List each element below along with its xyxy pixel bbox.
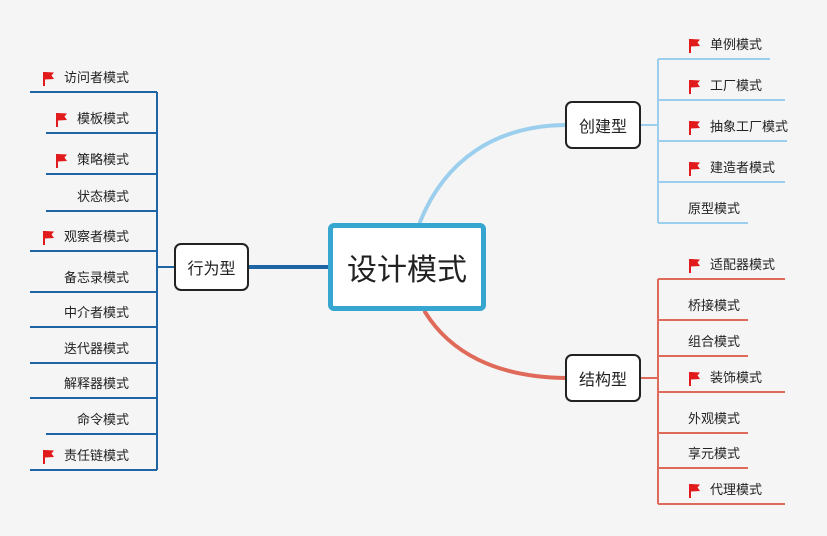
- flag-icon: [689, 259, 700, 273]
- leaf-label: 装饰模式: [710, 371, 763, 386]
- leaf-label: 原型模式: [688, 202, 741, 217]
- leaf-label: 状态模式: [76, 190, 129, 205]
- leaf-structural-2[interactable]: 组合模式: [688, 332, 740, 354]
- flag-icon: [689, 121, 700, 135]
- category-behavioral-label: 行为型: [187, 259, 236, 278]
- leaf-structural-0[interactable]: 适配器模式: [688, 255, 775, 277]
- leaf-structural-4[interactable]: 外观模式: [688, 409, 740, 431]
- leaf-behavioral-1[interactable]: 模板模式: [55, 109, 129, 131]
- leaf-label: 观察者模式: [63, 230, 129, 245]
- leaf-label: 外观模式: [688, 412, 741, 427]
- leaf-label: 策略模式: [76, 153, 129, 168]
- category-behavioral-node[interactable]: 行为型: [174, 243, 249, 291]
- leaf-label: 解释器模式: [63, 377, 129, 392]
- flag-icon: [55, 154, 67, 168]
- leaf-label: 责任链模式: [63, 449, 129, 464]
- flag-icon: [42, 450, 54, 464]
- leaf-structural-1[interactable]: 桥接模式: [688, 296, 740, 318]
- leaf-behavioral-0[interactable]: 访问者模式: [42, 68, 129, 90]
- category-structural-node[interactable]: 结构型: [565, 354, 641, 402]
- root-label: 设计模式: [347, 253, 467, 288]
- flag-icon: [42, 72, 54, 86]
- leaf-behavioral-9[interactable]: 命令模式: [77, 410, 129, 432]
- flag-icon: [689, 372, 700, 386]
- leaf-label: 单例模式: [710, 38, 763, 53]
- leaf-behavioral-5[interactable]: 备忘录模式: [64, 268, 129, 290]
- leaf-label: 适配器模式: [710, 258, 776, 273]
- flag-icon: [689, 162, 700, 176]
- leaf-label: 抽象工厂模式: [710, 120, 789, 135]
- leaf-label: 建造者模式: [710, 161, 776, 176]
- leaf-behavioral-10[interactable]: 责任链模式: [42, 446, 129, 468]
- leaf-behavioral-3[interactable]: 状态模式: [77, 187, 129, 209]
- flag-icon: [689, 484, 700, 498]
- leaf-label: 命令模式: [76, 413, 129, 428]
- leaf-label: 桥接模式: [688, 299, 741, 314]
- leaf-label: 享元模式: [688, 447, 741, 462]
- leaf-structural-5[interactable]: 享元模式: [688, 444, 740, 466]
- leaf-creational-3[interactable]: 建造者模式: [688, 158, 775, 180]
- leaf-creational-0[interactable]: 单例模式: [688, 35, 762, 57]
- leaf-behavioral-6[interactable]: 中介者模式: [64, 303, 129, 325]
- leaf-label: 迭代器模式: [63, 342, 129, 357]
- connector-root-creational: [418, 123, 567, 224]
- leaf-behavioral-2[interactable]: 策略模式: [55, 150, 129, 172]
- flag-icon: [689, 80, 700, 94]
- root-node[interactable]: 设计模式: [328, 223, 486, 311]
- leaf-creational-4[interactable]: 原型模式: [688, 199, 740, 221]
- leaf-label: 模板模式: [76, 112, 129, 127]
- leaf-label: 备忘录模式: [63, 271, 129, 286]
- flag-icon: [689, 39, 700, 53]
- connector-root-structural: [423, 310, 567, 380]
- leaf-label: 访问者模式: [63, 71, 129, 86]
- leaf-label: 代理模式: [710, 483, 763, 498]
- leaf-behavioral-8[interactable]: 解释器模式: [64, 374, 129, 396]
- flag-icon: [42, 231, 54, 245]
- leaf-creational-1[interactable]: 工厂模式: [688, 76, 762, 98]
- leaf-creational-2[interactable]: 抽象工厂模式: [688, 117, 788, 139]
- category-creational-label: 创建型: [578, 117, 627, 136]
- flag-icon: [55, 113, 67, 127]
- leaf-label: 组合模式: [688, 335, 741, 350]
- leaf-structural-6[interactable]: 代理模式: [688, 480, 762, 502]
- leaf-label: 中介者模式: [63, 306, 129, 321]
- category-structural-label: 结构型: [578, 370, 627, 389]
- leaf-behavioral-7[interactable]: 迭代器模式: [64, 339, 129, 361]
- leaf-behavioral-4[interactable]: 观察者模式: [42, 227, 129, 249]
- category-creational-node[interactable]: 创建型: [565, 101, 641, 149]
- leaf-label: 工厂模式: [710, 79, 763, 94]
- leaf-structural-3[interactable]: 装饰模式: [688, 368, 762, 390]
